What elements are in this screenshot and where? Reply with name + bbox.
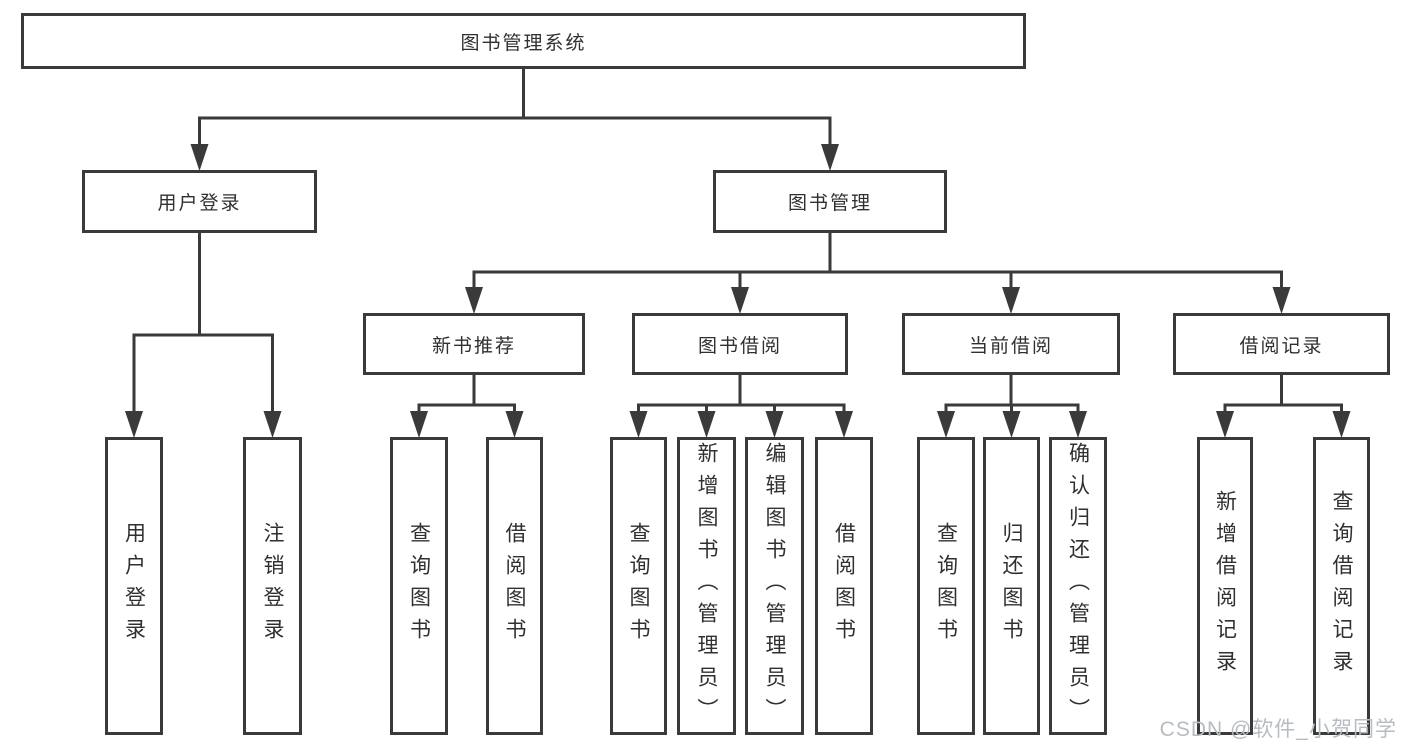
arrowhead-icon (263, 411, 282, 438)
node-add-book: 新增图书（管理员） (677, 437, 736, 735)
arrowhead-icon (629, 411, 648, 438)
node-user-login: 用户登录 (82, 170, 317, 233)
node-label-new-book-rec: 新书推荐 (431, 335, 516, 357)
arrowhead-icon (765, 411, 784, 438)
node-label-current-borrow: 当前借阅 (968, 335, 1053, 357)
arrowhead-icon (1002, 411, 1021, 438)
node-label-borrow-book-1: 借阅图书 (503, 522, 526, 650)
node-add-borrow-rec: 新增借阅记录 (1197, 437, 1253, 735)
node-borrow-book-1: 借阅图书 (486, 437, 543, 735)
node-borrow-record: 借阅记录 (1173, 313, 1390, 375)
arrowhead-icon (190, 144, 209, 171)
node-label-query-book-1: 查询图书 (407, 522, 431, 650)
arrowhead-icon (410, 411, 428, 438)
node-label-add-borrow-rec: 新增借阅记录 (1213, 490, 1237, 682)
arrowhead-icon (505, 411, 524, 438)
watermark-text: CSDN @软件_小贺同学 (1159, 718, 1397, 741)
node-label-return-book: 归还图书 (1000, 522, 1023, 650)
node-query-borrow-rec: 查询借阅记录 (1313, 437, 1370, 735)
node-label-logout: 注销登录 (261, 522, 284, 650)
node-query-book-3: 查询图书 (917, 437, 975, 735)
node-label-query-borrow-rec: 查询借阅记录 (1330, 490, 1353, 682)
arrowhead-icon (835, 411, 853, 438)
node-query-book-2: 查询图书 (610, 437, 667, 735)
arrowhead-icon (1332, 411, 1351, 438)
arrowhead-icon (1069, 411, 1087, 438)
node-login: 用户登录 (105, 437, 163, 735)
node-label-login: 用户登录 (122, 522, 146, 650)
arrowhead-icon (465, 287, 483, 314)
node-label-book-borrow: 图书借阅 (697, 335, 782, 357)
node-label-borrow-book-2: 借阅图书 (832, 522, 856, 650)
arrowhead-icon (937, 411, 955, 438)
arrowhead-icon (731, 287, 749, 314)
node-new-book-rec: 新书推荐 (363, 313, 585, 375)
node-root: 图书管理系统 (21, 13, 1026, 69)
arrowhead-icon (697, 411, 716, 438)
node-label-root: 图书管理系统 (460, 32, 587, 54)
node-label-query-book-3: 查询图书 (934, 522, 958, 650)
node-confirm-return: 确认归还（管理员） (1049, 437, 1107, 735)
arrowhead-icon (125, 411, 143, 438)
arrowhead-icon (1002, 287, 1020, 314)
node-logout: 注销登录 (243, 437, 302, 735)
node-return-book: 归还图书 (983, 437, 1040, 735)
node-label-user-login: 用户登录 (157, 193, 242, 214)
arrowhead-icon (821, 144, 839, 171)
node-label-edit-book: 编辑图书（管理员） (763, 442, 786, 730)
arrowhead-icon (1216, 411, 1234, 438)
node-book-mgmt: 图书管理 (713, 170, 947, 233)
node-label-borrow-record: 借阅记录 (1239, 335, 1324, 357)
node-borrow-book-2: 借阅图书 (815, 437, 873, 735)
node-label-query-book-2: 查询图书 (627, 522, 650, 650)
arrowhead-icon (1272, 287, 1291, 314)
node-label-confirm-return: 确认归还（管理员） (1066, 442, 1090, 730)
node-edit-book: 编辑图书（管理员） (745, 437, 804, 735)
node-label-book-mgmt: 图书管理 (787, 193, 872, 214)
node-query-book-1: 查询图书 (390, 437, 448, 735)
node-current-borrow: 当前借阅 (902, 313, 1120, 375)
node-label-add-book: 新增图书（管理员） (695, 442, 718, 730)
node-book-borrow: 图书借阅 (632, 313, 848, 375)
